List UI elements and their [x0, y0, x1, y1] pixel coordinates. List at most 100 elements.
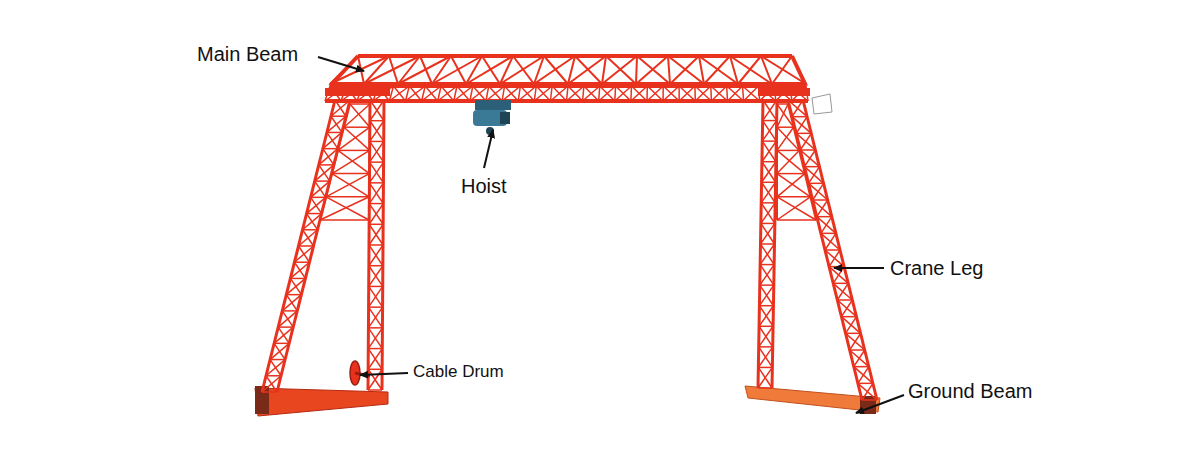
truss-member: [422, 86, 441, 101]
truss-member: [792, 56, 806, 86]
truss-member: [846, 333, 861, 335]
truss-member: [615, 86, 632, 101]
truss-member: [711, 86, 726, 101]
truss-member: [368, 348, 382, 350]
truss-member: [763, 100, 777, 121]
truss-member: [862, 399, 877, 401]
truss-member: [777, 173, 805, 175]
truss-member: [758, 88, 810, 96]
truss-member: [743, 86, 744, 101]
leader-lines: [318, 57, 904, 413]
truss-member: [630, 86, 632, 101]
truss-member: [368, 328, 382, 349]
part-label: Ground Beam: [908, 380, 1033, 402]
truss-member: [760, 284, 774, 286]
part-label: Crane Leg: [890, 257, 983, 279]
truss-member: [858, 383, 877, 400]
truss-member: [825, 250, 844, 267]
truss-member: [761, 182, 775, 203]
truss-member: [726, 86, 728, 101]
truss-member: [777, 197, 810, 220]
truss-member: [817, 200, 828, 217]
truss-member: [389, 86, 409, 101]
truss-member: [369, 307, 383, 328]
truss-member: [762, 141, 776, 162]
truss-member: [694, 86, 696, 101]
truss-member: [695, 86, 711, 101]
truss-member: [274, 343, 289, 345]
truss-member: [759, 305, 773, 307]
truss-member: [262, 391, 277, 393]
truss-member: [711, 86, 728, 101]
truss-member: [809, 183, 824, 185]
truss-member: [663, 86, 679, 101]
truss-member: [330, 56, 358, 86]
truss-member: [311, 197, 326, 199]
truss-member: [332, 150, 370, 173]
truss-member: [668, 56, 670, 84]
truss-member: [369, 266, 383, 287]
truss-member: [364, 56, 389, 84]
leader-crane-leg: [834, 267, 884, 269]
truss-member: [315, 180, 330, 182]
truss-member: [470, 86, 489, 101]
truss-member: [369, 182, 383, 184]
truss-member: [369, 244, 383, 246]
truss-member: [369, 224, 383, 226]
truss-member: [803, 100, 877, 400]
truss-member: [759, 347, 773, 368]
truss-member: [369, 245, 383, 266]
truss-member: [813, 183, 824, 200]
truss-member: [369, 306, 383, 308]
truss-member: [369, 266, 383, 287]
truss-member: [759, 346, 773, 348]
truss-member: [710, 86, 712, 101]
truss-member: [792, 116, 807, 118]
truss-member: [369, 204, 383, 225]
truss-member: [804, 150, 815, 167]
truss-member: [777, 197, 816, 220]
truss-member: [841, 316, 856, 318]
truss-member: [760, 285, 774, 306]
truss-member: [320, 219, 369, 221]
truss-member: [368, 369, 382, 390]
truss-member: [350, 103, 370, 105]
truss-member: [761, 223, 775, 244]
truss-member: [825, 249, 840, 251]
truss-member: [550, 86, 552, 101]
truss-member: [763, 99, 777, 101]
truss-member: [370, 121, 384, 142]
truss-member: [777, 104, 788, 127]
truss-member: [369, 286, 383, 288]
truss-member: [858, 367, 869, 384]
truss-member: [567, 86, 584, 101]
truss-member: [368, 349, 382, 370]
truss-member: [270, 343, 289, 359]
truss-member: [369, 162, 383, 183]
truss-member: [762, 121, 776, 142]
truss-member: [370, 161, 384, 163]
truss-member: [777, 150, 799, 152]
truss-member: [663, 86, 679, 101]
truss-member: [290, 278, 305, 280]
truss-member: [704, 56, 730, 84]
truss-member: [761, 203, 775, 224]
truss-member: [837, 300, 856, 317]
truss-member: [841, 317, 860, 334]
truss-member: [534, 86, 552, 101]
truss-member: [758, 367, 772, 388]
truss-member: [262, 376, 281, 392]
truss-member: [837, 283, 848, 300]
truss-member: [370, 100, 384, 121]
truss-member: [777, 219, 816, 221]
truss-member: [762, 162, 776, 183]
cable-reel: [812, 94, 832, 114]
truss-member: [837, 299, 852, 301]
truss-member: [744, 86, 759, 101]
truss-member: [762, 182, 776, 203]
truss-member: [398, 56, 451, 84]
truss-member: [647, 86, 663, 101]
truss-member: [369, 286, 383, 307]
truss-member: [854, 367, 873, 384]
